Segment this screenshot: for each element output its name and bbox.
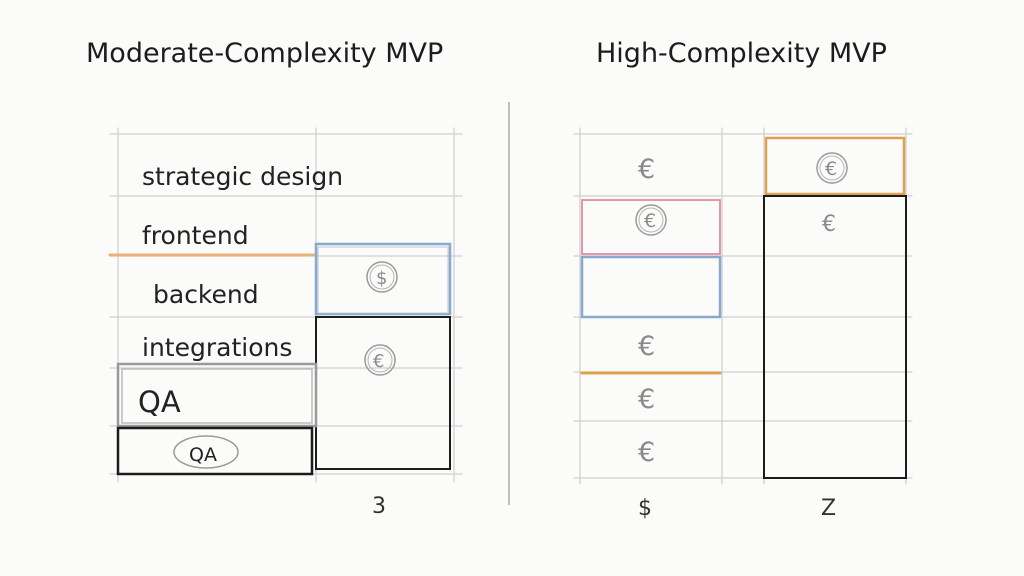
backend-cost-box	[580, 255, 722, 319]
left-chart-title: Moderate-Complexity MVP	[86, 38, 444, 69]
row-label-integrations: integrations	[142, 333, 292, 362]
right-x-label-2: Z	[821, 496, 836, 521]
row-label-strategic-design: strategic design	[142, 162, 343, 191]
right-chart-title: High-Complexity MVP	[596, 38, 887, 69]
row-label-backend: backend	[153, 280, 259, 309]
euro-coin-icon	[816, 152, 848, 184]
euro-coin-symbol: €	[644, 210, 656, 232]
qa-row-box	[116, 362, 318, 428]
euro-coin-icon	[635, 204, 667, 236]
backend-bar	[314, 242, 452, 316]
row-label-qa: QA	[138, 385, 181, 419]
row-label-frontend: frontend	[142, 221, 249, 250]
right-x-label-1: $	[638, 496, 652, 521]
frontend-cost-box	[581, 199, 721, 255]
euro-symbol: €	[638, 331, 655, 362]
integrations-bar	[315, 316, 451, 470]
left-x-label: 3	[372, 494, 386, 519]
euro-coin-symbol: €	[825, 158, 837, 180]
qa-bar	[116, 426, 314, 476]
left-diagram	[108, 127, 463, 483]
euro-coin-icon	[364, 344, 396, 376]
dollar-coin-symbol: $	[376, 268, 387, 289]
right-grid	[573, 127, 913, 485]
right-diagram	[573, 127, 913, 485]
euro-symbol: €	[638, 154, 655, 185]
high-cost-column	[763, 195, 907, 479]
euro-symbol: €	[638, 437, 655, 468]
qa-bar-oval	[173, 435, 239, 469]
dollar-coin-icon	[366, 261, 398, 293]
bar-label-qa: QA	[189, 444, 217, 466]
euro-coin-symbol: €	[373, 351, 384, 372]
euro-symbol: €	[638, 384, 655, 415]
euro-symbol: €	[822, 212, 836, 237]
high-cost-box	[764, 136, 906, 196]
